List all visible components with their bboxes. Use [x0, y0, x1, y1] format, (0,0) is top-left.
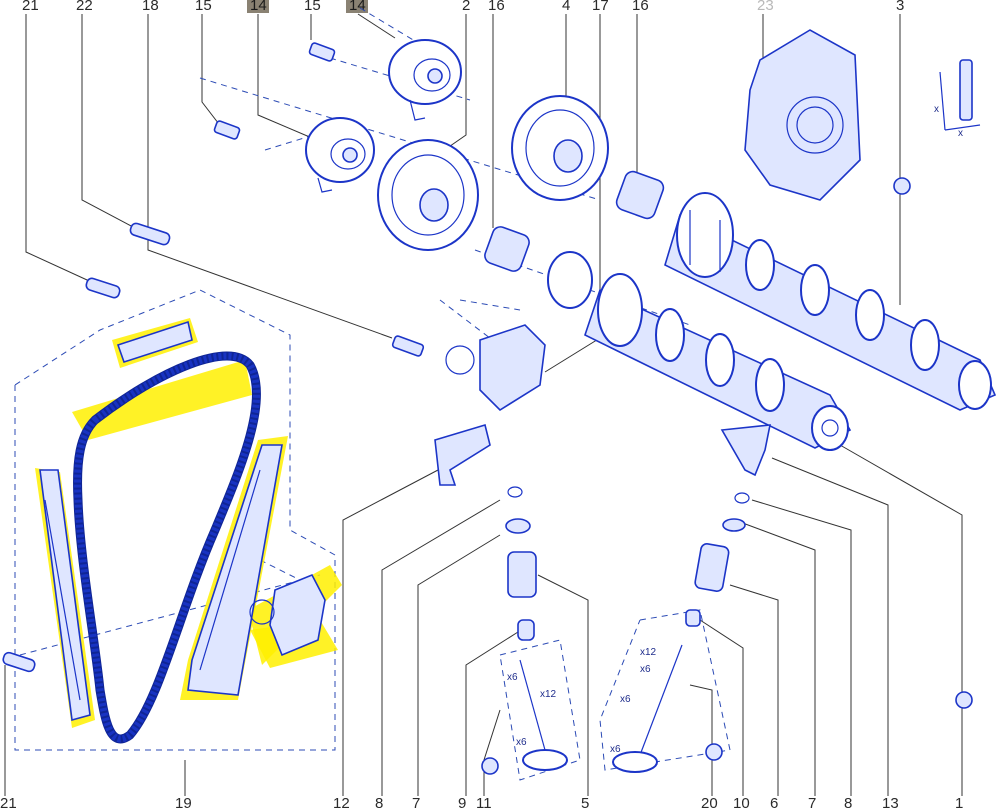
label-15: 15 — [195, 0, 212, 14]
measurement-icon: x x — [934, 59, 981, 139]
annotation-x-second: x — [958, 128, 963, 139]
label-19: 19 — [175, 795, 192, 810]
label-13: 13 — [882, 795, 899, 810]
assembly-dashes — [14, 7, 731, 781]
label-14-box — [247, 0, 269, 13]
annotation-x6-fifth: x6 — [640, 664, 651, 675]
label-8-second: 8 — [844, 795, 852, 810]
label-20: 20 — [701, 795, 718, 810]
label-21-bottom: 21 — [0, 795, 17, 810]
label-18: 18 — [142, 0, 159, 14]
label-22: 22 — [76, 0, 93, 14]
top-labels: 21 22 18 15 14 15 14 2 16 4 17 16 23 3 — [22, 0, 904, 14]
quantity-annotations: x6 x12 x12 x6 x6 x6 x6 — [507, 647, 657, 755]
label-21: 21 — [22, 0, 39, 14]
valve-train-left — [505, 486, 568, 771]
label-8: 8 — [375, 795, 383, 810]
vvt-actuator-upper — [388, 39, 462, 121]
upper-guide — [116, 320, 193, 364]
annotation-x6: x6 — [507, 672, 518, 683]
bottom-labels: 21 19 12 8 7 9 11 5 20 10 6 7 8 13 1 — [0, 795, 963, 810]
annotation-x12: x12 — [540, 689, 557, 700]
label-12: 12 — [333, 795, 350, 810]
label-4: 4 — [562, 0, 570, 14]
label-14: 14 — [250, 0, 267, 14]
annotation-x6-fourth: x6 — [610, 744, 621, 755]
sprocket-intake — [377, 139, 479, 251]
sprocket-exhaust — [511, 95, 609, 201]
chain-tensioner-right — [187, 444, 283, 696]
camshaft-exhaust — [664, 192, 997, 411]
rocker-arms — [434, 423, 771, 486]
tensioner-body — [249, 573, 326, 657]
label-5: 5 — [581, 795, 589, 810]
bolts — [2, 42, 425, 673]
label-10: 10 — [733, 795, 750, 810]
label-6: 6 — [770, 795, 778, 810]
solenoid-valves — [484, 170, 665, 309]
label-1: 1 — [955, 795, 963, 810]
annotation-x6-third: x6 — [516, 737, 527, 748]
label-15-second: 15 — [304, 0, 321, 14]
annotation-x6-second: x6 — [620, 694, 631, 705]
chain-guide-left — [39, 469, 91, 722]
camshaft-intake — [584, 273, 852, 451]
timing-chain — [73, 351, 262, 744]
label-17: 17 — [592, 0, 609, 14]
annotation-x: x — [934, 104, 939, 115]
label-16: 16 — [488, 0, 505, 14]
label-23: 23 — [757, 0, 774, 14]
label-14-second: 14 — [349, 0, 366, 14]
label-3: 3 — [896, 0, 904, 14]
vvt-actuator-lower — [305, 117, 375, 193]
label-9: 9 — [458, 795, 466, 810]
vacuum-pump — [445, 324, 546, 412]
label-7: 7 — [412, 795, 420, 810]
label-16-second: 16 — [632, 0, 649, 14]
label-2: 2 — [462, 0, 470, 14]
valve-train-right — [612, 492, 750, 773]
label-11: 11 — [476, 795, 492, 810]
clip-icons — [481, 177, 973, 775]
cover-housing — [744, 29, 861, 201]
annotation-x12-second: x12 — [640, 647, 657, 658]
label-7-second: 7 — [808, 795, 816, 810]
